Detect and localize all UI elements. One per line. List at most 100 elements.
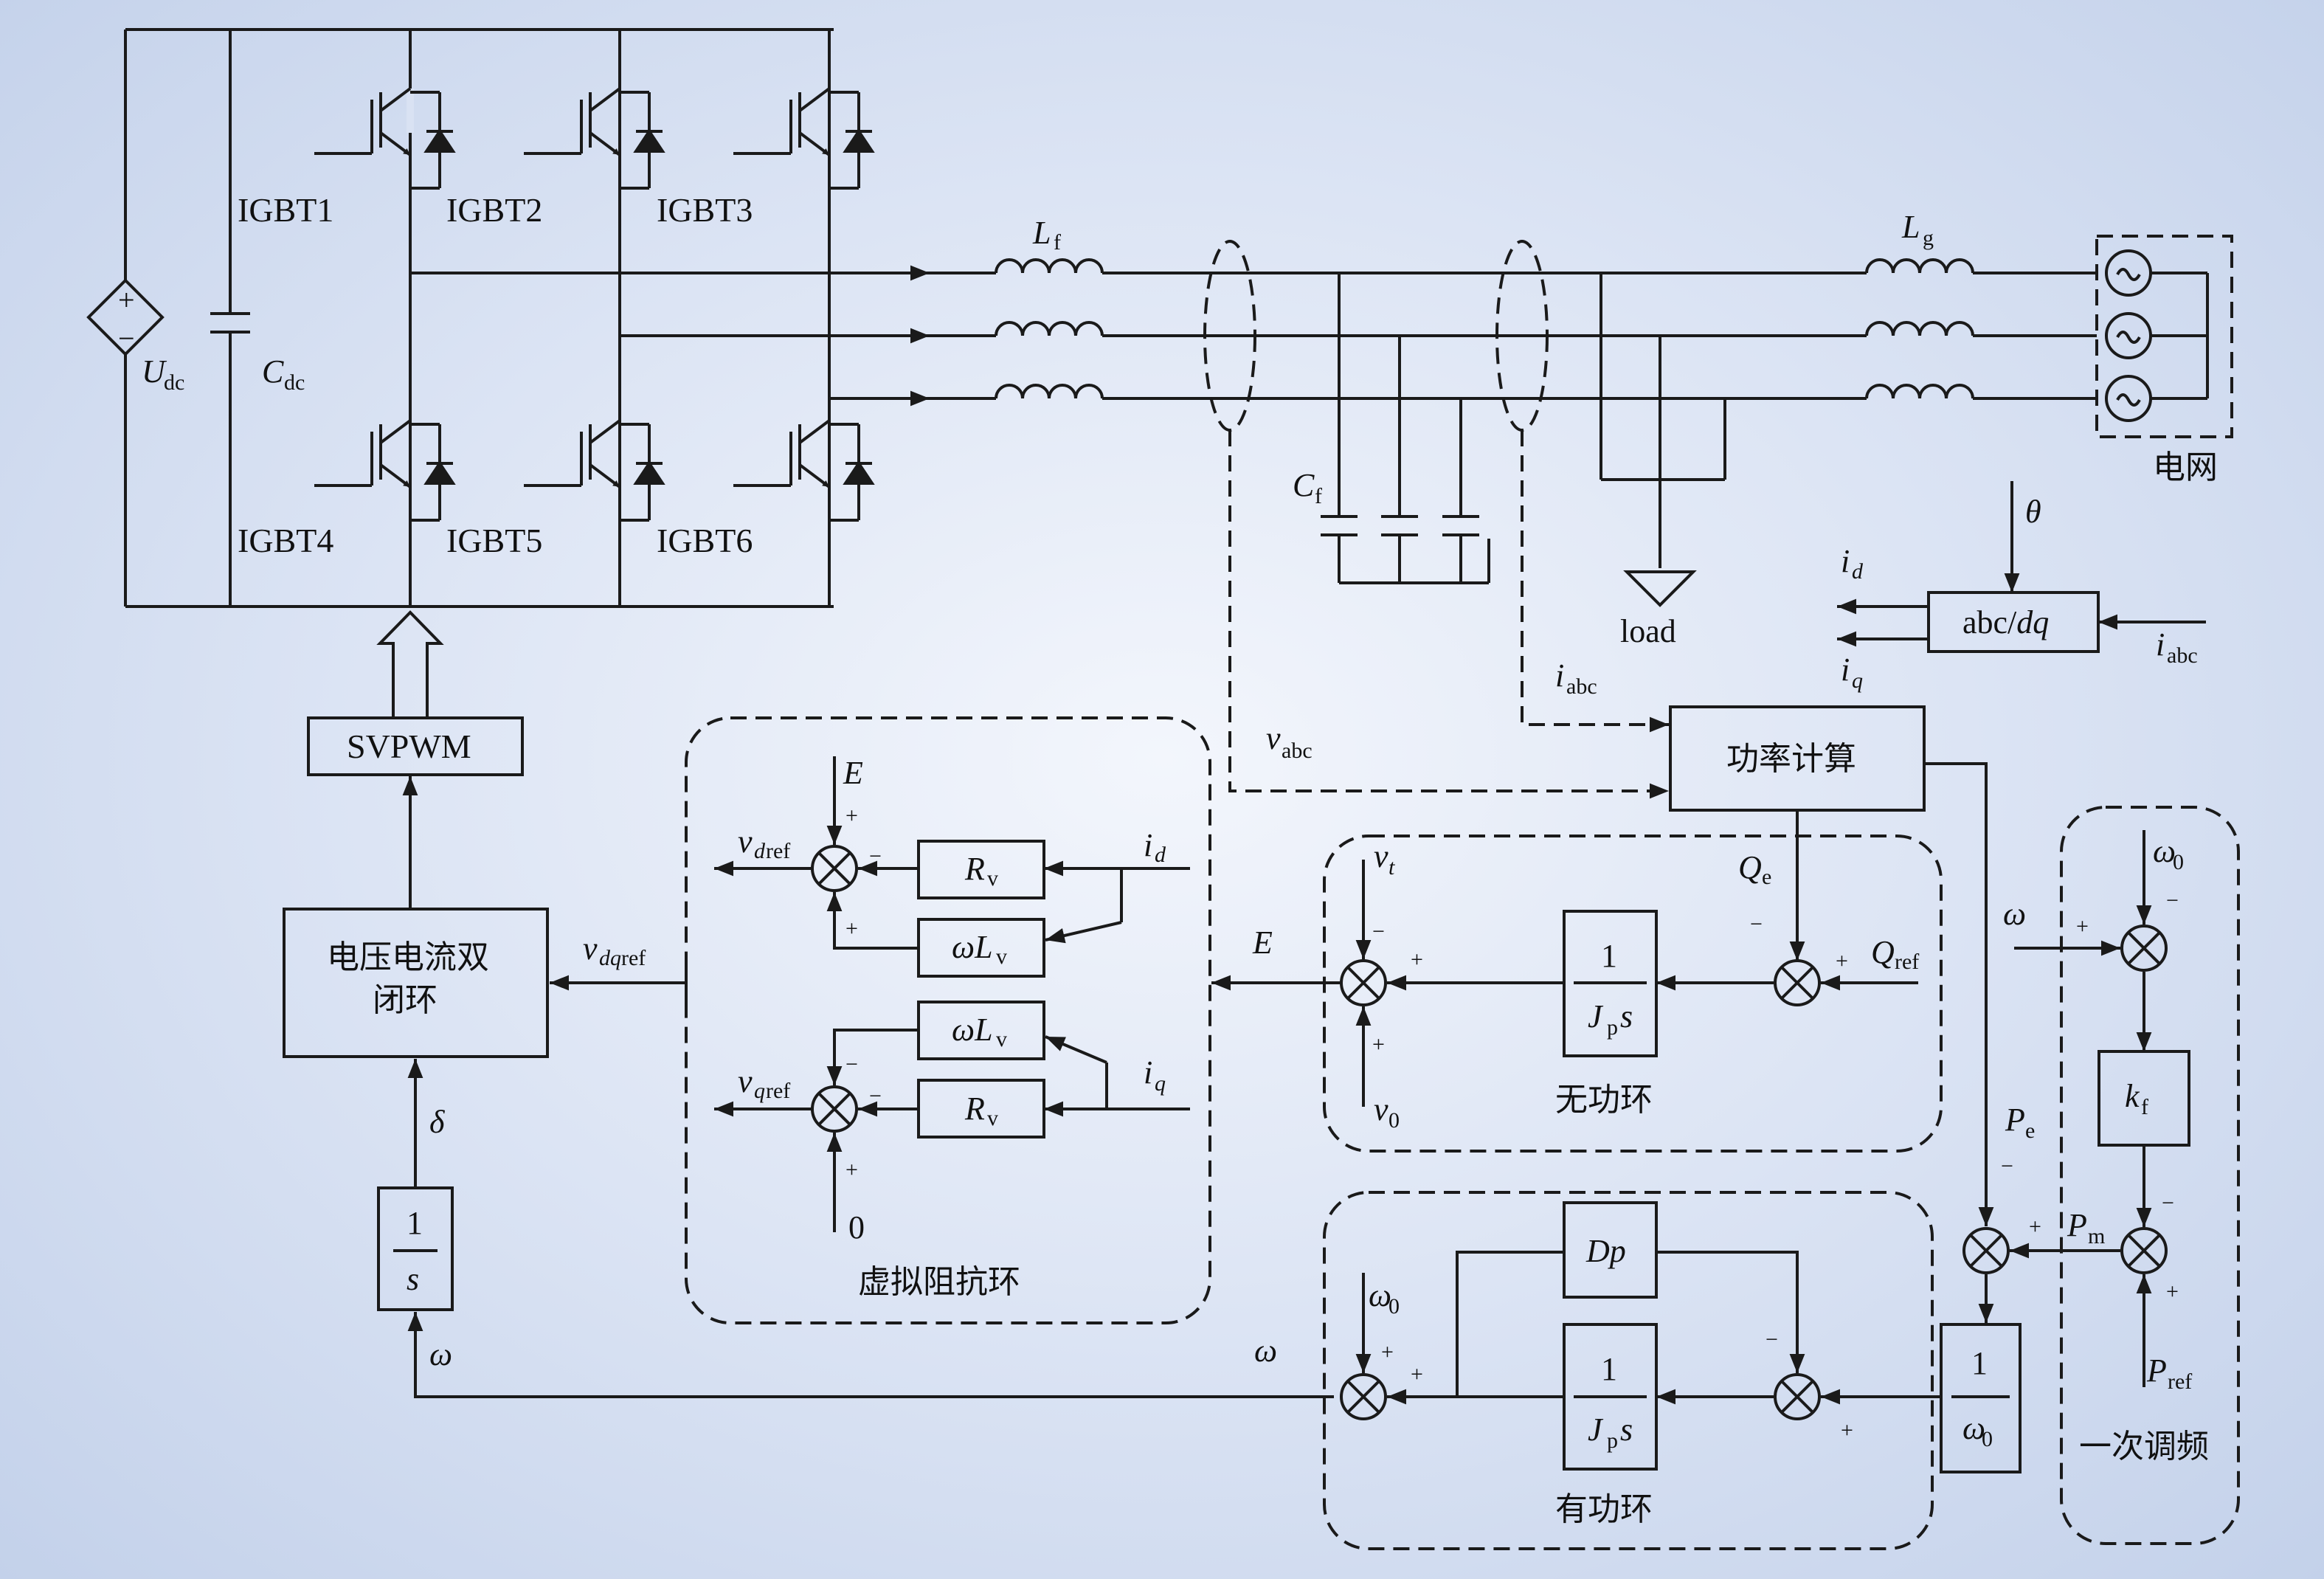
igbt1-icon xyxy=(314,81,456,190)
vdqref-sub2: ref xyxy=(621,946,646,970)
dc-minus-sign: − xyxy=(118,322,135,355)
delta-label: δ xyxy=(429,1104,446,1140)
rv-q-label: R xyxy=(964,1091,985,1127)
vqref-sub: q xyxy=(754,1079,765,1103)
vdqref-sub: dq xyxy=(599,946,621,970)
qref-label: Q xyxy=(1871,934,1895,970)
svpwm-label: SVPWM xyxy=(347,728,471,765)
jps-q-j: J xyxy=(1588,998,1604,1034)
virtual-impedance-label: 虚拟阻抗环 xyxy=(858,1264,1020,1300)
jps-p-s: s xyxy=(1620,1412,1633,1448)
vd-plus-e: + xyxy=(845,804,858,828)
integrator-num: 1 xyxy=(407,1205,423,1241)
power-calc-label: 功率计算 xyxy=(1726,741,1856,777)
vqref-label: v xyxy=(738,1063,753,1099)
vt-label: v xyxy=(1374,838,1388,874)
reactive-power-loop xyxy=(1323,835,1943,1153)
dp-block xyxy=(1563,1201,1658,1299)
p-minus-dp: − xyxy=(1766,1327,1778,1352)
pref-plus: + xyxy=(2166,1279,2179,1304)
qe-label: Q xyxy=(1738,849,1762,885)
jps-p-num: 1 xyxy=(1601,1351,1617,1387)
sum-omega-icon xyxy=(1340,1373,1387,1420)
wlv-q-sub: v xyxy=(996,1027,1007,1051)
dc-source-icon xyxy=(86,278,165,356)
load-icon xyxy=(1600,273,1726,607)
igbt4-label: IGBT4 xyxy=(238,522,333,559)
theta-label: θ xyxy=(2025,494,2041,530)
pm-minus-pe: − xyxy=(2001,1154,2013,1178)
igbt2-label: IGBT2 xyxy=(446,191,542,229)
dual-loop-label-1: 电压电流双 xyxy=(327,939,489,975)
qref-sub: ref xyxy=(1895,950,1919,974)
vdqref-label: v xyxy=(583,930,598,967)
sum-dw-icon xyxy=(2120,925,2168,972)
virtual-impedance-loop xyxy=(685,716,1211,1324)
active-loop-label: 有功环 xyxy=(1555,1491,1653,1527)
dw-minus-omega0: − xyxy=(2166,888,2179,913)
omega0-right-label: ω xyxy=(2153,833,2176,869)
wlv-d-sub: v xyxy=(996,944,1007,969)
w-plus-jps: + xyxy=(1411,1362,1423,1386)
lf-inductor-icon xyxy=(995,258,1104,274)
igbt6-label: IGBT6 xyxy=(657,522,753,559)
integrator-den: s xyxy=(407,1261,419,1297)
q-plus-qref: + xyxy=(1836,949,1848,973)
q-minus-qe: − xyxy=(1750,912,1763,936)
ac-lines xyxy=(930,258,2097,400)
jps-p-p: p xyxy=(1607,1428,1618,1453)
omega-left-label: ω xyxy=(429,1336,452,1372)
e-plus-q: + xyxy=(1411,947,1423,972)
lg-inductor-icon xyxy=(1865,258,1974,274)
jps-q-p: p xyxy=(1607,1015,1618,1040)
cf-label: C xyxy=(1293,467,1315,503)
iq-out-label: i xyxy=(1841,652,1850,688)
igbt3-label: IGBT3 xyxy=(657,191,753,229)
rv-d-label: R xyxy=(964,851,985,887)
dc-plus-sign: + xyxy=(118,283,135,317)
v0-sub: 0 xyxy=(1388,1108,1400,1133)
igbt3-icon xyxy=(733,87,875,190)
lg-sub: g xyxy=(1923,226,1934,250)
vabc-sub: abc xyxy=(1282,739,1313,763)
kf-label: k xyxy=(2125,1078,2140,1114)
iabc-label: i xyxy=(1555,657,1564,694)
p-plus-pm: + xyxy=(1841,1418,1853,1442)
iabc-sub: abc xyxy=(1566,674,1597,699)
grid-label: 电网 xyxy=(2153,449,2218,486)
dual-loop-label-2: 闭环 xyxy=(373,982,438,1018)
igbt4-icon xyxy=(314,419,456,522)
load-label: load xyxy=(1620,613,1676,649)
omega0-sub: 0 xyxy=(1388,1294,1400,1319)
zero-label: 0 xyxy=(848,1209,865,1245)
abc-dq-label: abc/dq xyxy=(1962,604,2049,640)
reactive-loop-label: 无功环 xyxy=(1555,1082,1653,1118)
labels: IGBT1 IGBT2 IGBT3 IGBT4 IGBT5 IGBT6 + − … xyxy=(118,191,2218,1527)
vq-minus-rv: − xyxy=(869,1084,882,1108)
iq-sub: q xyxy=(1155,1071,1166,1096)
kf-sub: f xyxy=(2141,1095,2148,1119)
igbt6-icon xyxy=(733,419,875,522)
jps-q-s: s xyxy=(1620,998,1633,1034)
dp-label: Dp xyxy=(1585,1233,1626,1269)
omega0-right-sub: 0 xyxy=(2173,850,2184,874)
cf-sub: f xyxy=(1315,484,1322,508)
sum-pm-icon xyxy=(1962,1227,2010,1274)
e-plus-v0: + xyxy=(1372,1032,1385,1057)
vdref-sub: d xyxy=(754,839,766,863)
primary-freq-label: 一次调频 xyxy=(2079,1428,2209,1465)
grid-box xyxy=(2095,235,2233,438)
cf-capacitor-bank-icon xyxy=(1321,273,1490,584)
e-minus-vt: − xyxy=(1372,919,1385,944)
pe-label: P xyxy=(2005,1102,2025,1138)
omega-mid-label: ω xyxy=(1254,1333,1277,1369)
primary-freq-loop xyxy=(2060,806,2240,1545)
udc-sub: dc xyxy=(164,370,184,395)
iq-out-sub: q xyxy=(1852,668,1863,693)
pref-minus-kf: − xyxy=(2162,1191,2174,1215)
w-plus-omega0: + xyxy=(1381,1340,1394,1364)
vd-plus-wlv: + xyxy=(845,916,858,941)
vt-sub: t xyxy=(1388,855,1395,880)
lg-label: L xyxy=(1901,209,1920,245)
igbt2-icon xyxy=(524,87,665,190)
